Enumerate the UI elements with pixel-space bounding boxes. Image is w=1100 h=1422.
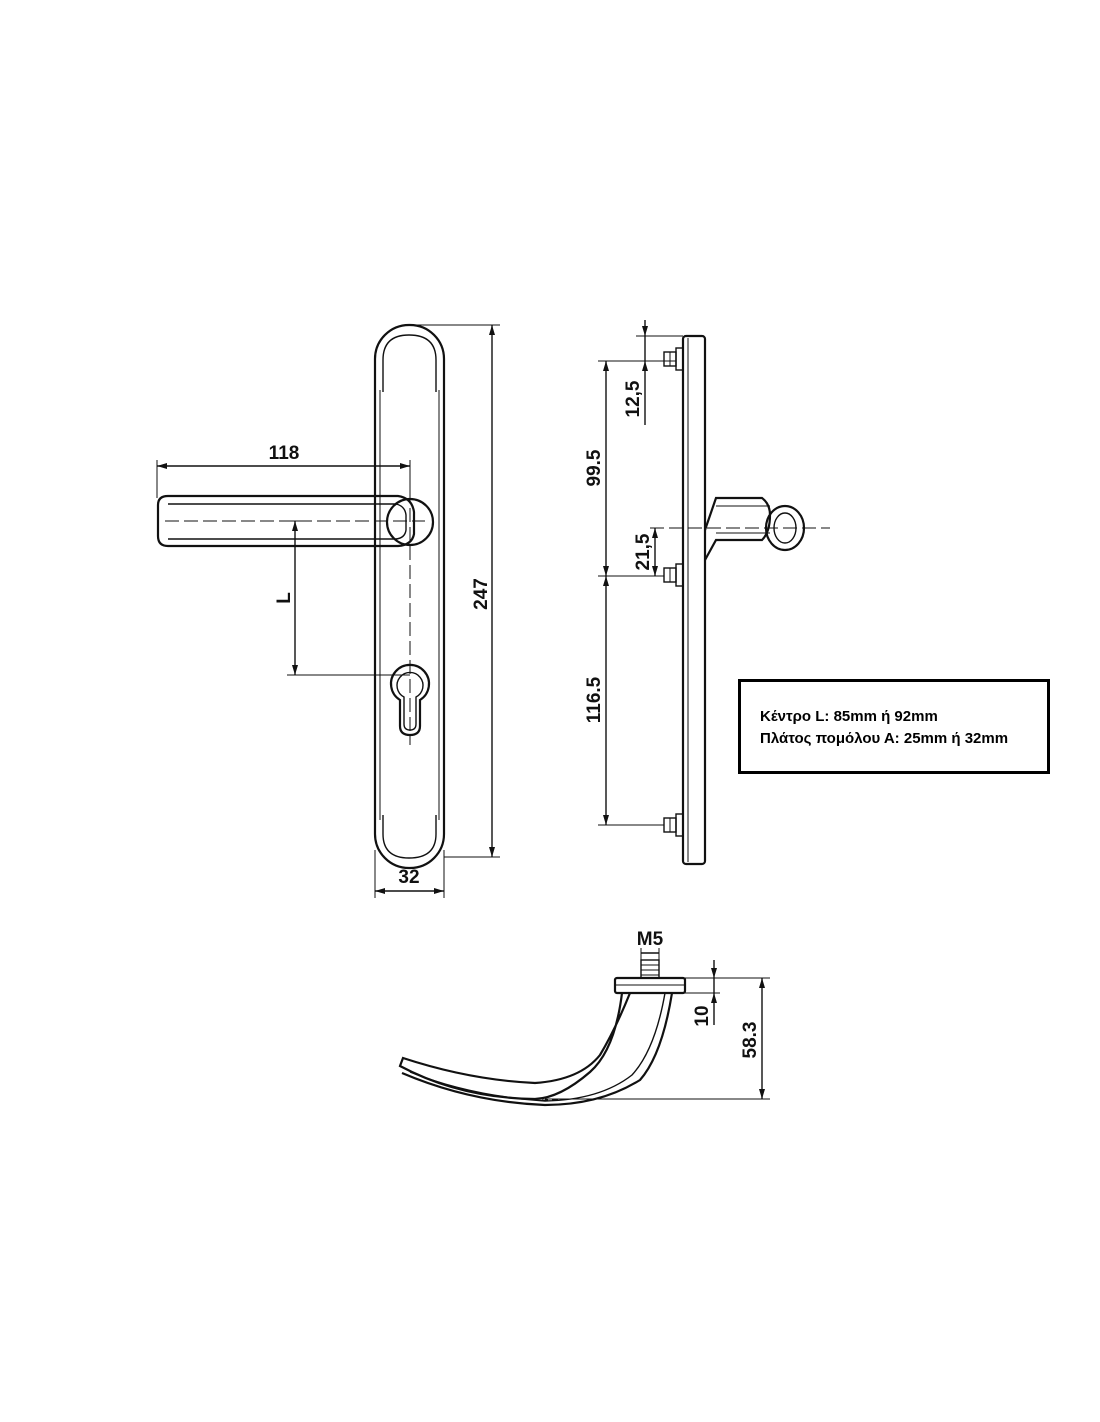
dim-10-arrows [711,968,717,1003]
side-screw-middle [663,563,684,587]
front-lever-inner-line [168,503,407,540]
dim-10-label: 10 [692,1005,713,1026]
dim-l-label: L [274,592,295,604]
bottom-view: M5 10 58.3 [398,929,770,1107]
front-cylinder-keyhole [389,663,431,737]
dim-58-3-label: 58.3 [740,1022,761,1059]
dim-21-5-label: 21,5 [633,533,654,570]
front-backplate-inner-top [382,334,437,392]
front-backplate-inner-bottom [382,815,437,859]
side-view: 12,5 99.5 21,5 116.5 [584,320,830,866]
side-backplate [681,334,707,866]
dim-247-label: 247 [471,578,492,610]
side-lever-neck [703,496,772,561]
dim-118-label: 118 [269,443,300,464]
info-handle-width: Πλάτος πομόλου Α: 25mm ή 32mm [760,730,1009,747]
dim-21-5-arrows [652,528,658,576]
dim-32-label: 32 [398,867,419,888]
front-lever-handle [156,494,416,548]
bottom-curved-lever-outer [401,992,674,1107]
dim-116-5-label: 116.5 [584,676,605,723]
bottom-screw-stud [640,959,660,979]
side-screw-top [663,347,684,371]
side-screw-bottom [663,813,684,837]
front-view: 118 L 247 32 [156,323,500,898]
bottom-curved-lever-inner [409,992,666,1102]
info-center-distance: Κέντρο L: 85mm ή 92mm [760,708,938,725]
dim-12-5-arrows [642,326,648,371]
dim-99-5-label: 99.5 [584,449,605,486]
front-cylinder-inner [396,671,424,731]
front-backplate-outline [373,323,446,870]
dim-m5-label: M5 [637,929,664,950]
info-box: Κέντρο L: 85mm ή 92mm Πλάτος πομόλου Α: … [738,679,1050,774]
bottom-curved-lever [398,992,632,1101]
dim-12-5-label: 12,5 [623,380,644,417]
